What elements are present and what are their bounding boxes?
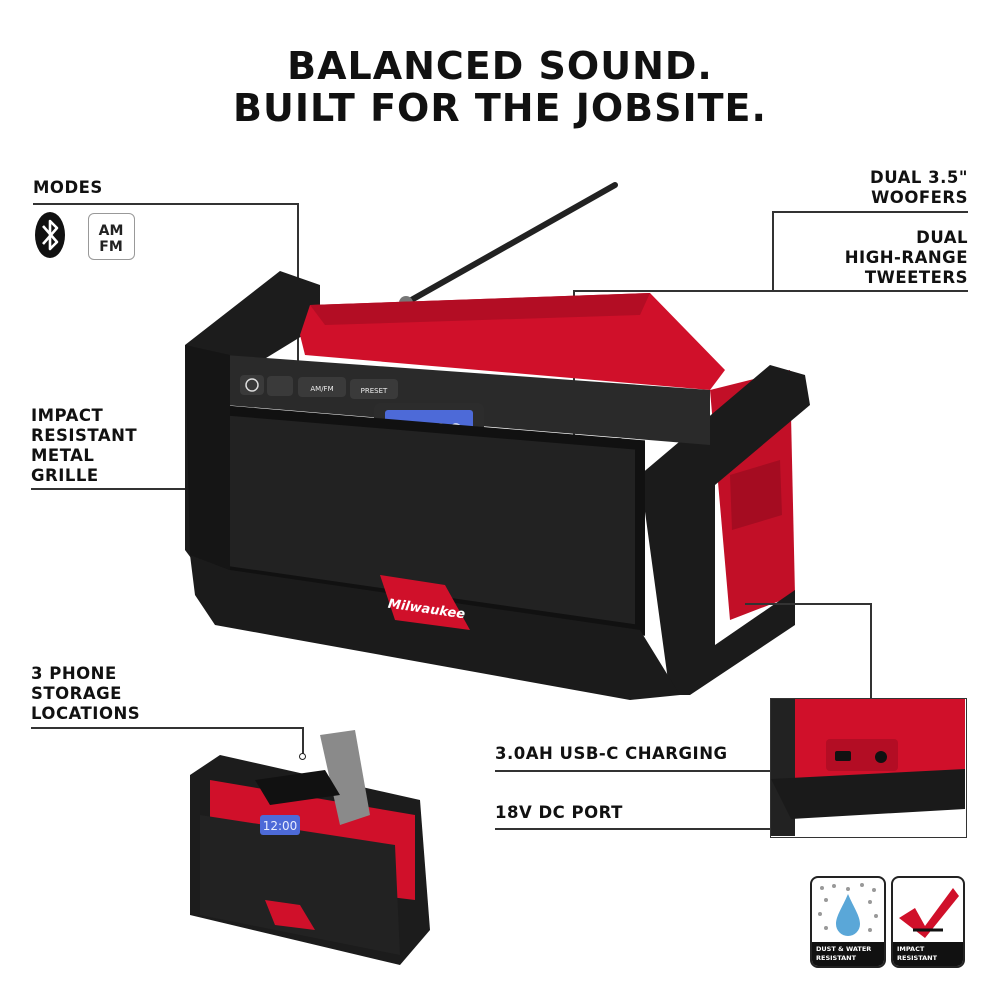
phone-leader-v [302,727,304,755]
tweeters-line-3: TWEETERS [864,268,968,287]
dc-port-label: 18V DC PORT [495,803,623,822]
woofers-line-1: DUAL 3.5" [870,168,968,187]
port-detail-inset [770,698,967,838]
amfm-icon: AM FM [88,213,135,260]
grille-line-2: RESISTANT [31,426,138,445]
dust-water-line-1: DUST & WATER [816,945,872,953]
tweeters-leader-h [573,290,968,292]
small-radio-illustration: 12:00 [190,730,430,965]
woofers-leader-h [772,211,968,213]
phone-leader-h [31,727,303,729]
modes-label: MODES [33,178,103,197]
impact-resistant-badge: IMPACT RESISTANT [891,876,965,968]
headline-line-2: BUILT FOR THE JOBSITE. [233,86,767,130]
detail-leader-h [745,603,871,605]
impact-line-1: IMPACT [897,945,925,953]
amfm-fm-text: FM [99,239,123,255]
preset-button-label: PRESET [361,387,388,395]
phone-line-3: LOCATIONS [31,704,141,723]
grille-line-3: METAL [31,446,95,465]
dust-water-line-2: RESISTANT [816,954,857,962]
usb-leader [495,770,850,772]
woofers-label: DUAL 3.5" WOOFERS [870,168,968,208]
phone-storage-label: 3 PHONE STORAGE LOCATIONS [31,664,140,724]
usb-charging-label: 3.0AH USB-C CHARGING [495,744,728,763]
woofers-line-2: WOOFERS [871,188,968,207]
impact-line-2: RESISTANT [897,954,938,962]
amfm-am-text: AM [99,223,124,239]
phone-line-1: 3 PHONE [31,664,117,683]
woofers-leader-v [772,211,774,291]
small-display-time: 12:00 [263,819,298,833]
dust-water-resistant-badge: DUST & WATER RESISTANT [810,876,886,968]
grille-line-1: IMPACT [31,406,104,425]
dust-water-badge-label: DUST & WATER RESISTANT [812,942,884,966]
dc-leader [495,828,887,830]
tweeters-label: DUAL HIGH-RANGE TWEETERS [845,228,968,288]
amfm-button-label: AM/FM [310,385,333,393]
impact-badge-label: IMPACT RESISTANT [893,942,963,966]
tweeters-line-2: HIGH-RANGE [844,248,968,267]
tweeters-line-1: DUAL [916,228,968,247]
grille-leader [31,488,244,490]
grille-label: IMPACT RESISTANT METAL GRILLE [31,406,137,486]
phone-dot [299,753,306,760]
jobsite-radio-illustration: AM/FM PRESET 12:00 Milwaukee [185,182,810,700]
headline-line-1: BALANCED SOUND. [287,44,713,88]
bluetooth-icon [32,210,68,260]
modes-leader-h [33,203,298,205]
phone-line-2: STORAGE [31,684,122,703]
grille-line-4: GRILLE [31,466,99,485]
detail-leader-v [870,603,872,699]
